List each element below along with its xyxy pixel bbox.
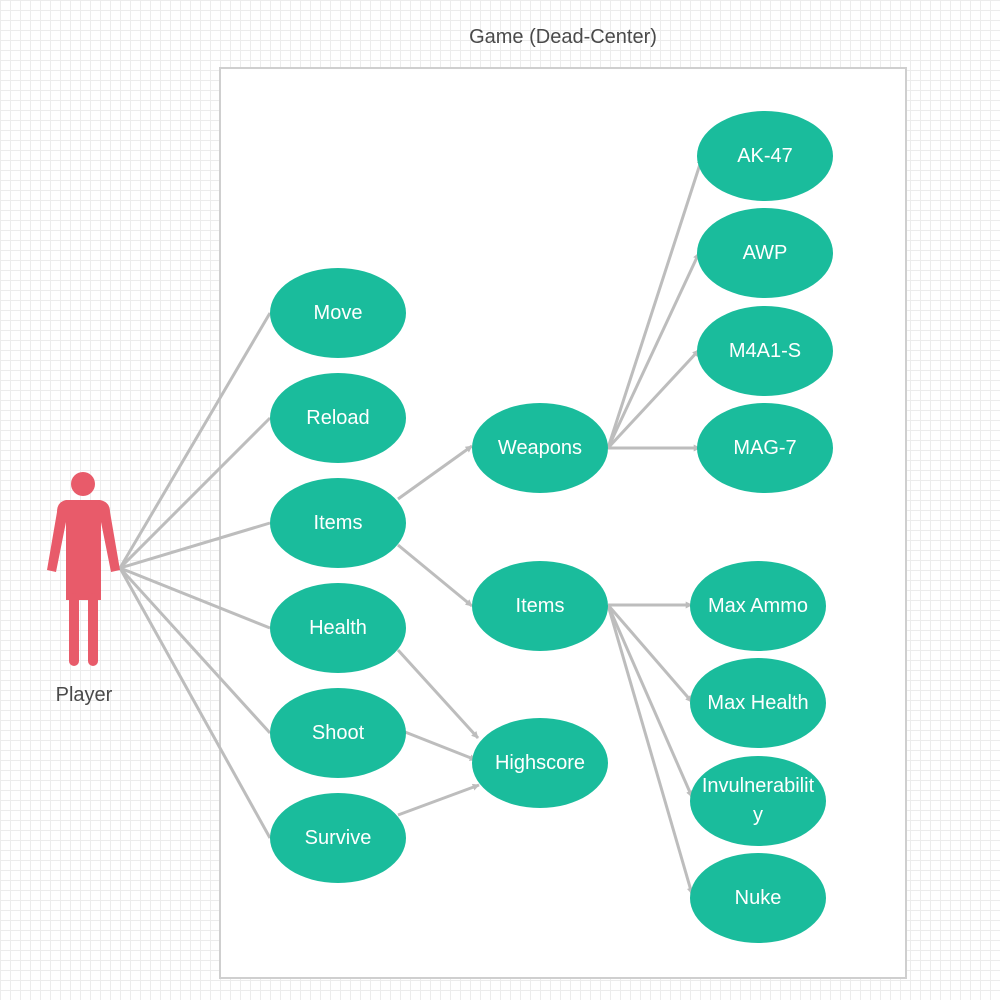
use-case-survive[interactable]: Survive xyxy=(270,793,406,883)
use-case-m4a1s[interactable]: M4A1-S xyxy=(697,306,833,396)
use-case-label: Reload xyxy=(306,406,370,429)
arrow-weapons-awp xyxy=(606,252,701,449)
arrow-shoot-highscore xyxy=(404,730,477,762)
use-case-label: AWP xyxy=(742,241,788,264)
use-case-awp[interactable]: AWP xyxy=(697,208,833,298)
arrow-items-weapons xyxy=(397,444,473,501)
use-case-move[interactable]: Move xyxy=(270,268,406,358)
use-case-reload[interactable]: Reload xyxy=(270,373,406,463)
use-case-label: Survive xyxy=(304,826,372,849)
use-case-highscore[interactable]: Highscore xyxy=(472,718,608,808)
use-case-label: Move xyxy=(313,301,363,324)
arrow-items-itemssub xyxy=(397,543,473,608)
use-case-label: Weapons xyxy=(497,436,583,459)
use-case-label: Items xyxy=(515,594,565,617)
arrow-weapons-m4a1s xyxy=(606,348,701,450)
arrow-itemssub-invulnerability xyxy=(606,604,694,798)
arrow-itemssub-nuke xyxy=(606,604,694,895)
arrow-health-highscore xyxy=(396,648,480,740)
association-player-survive xyxy=(118,567,272,839)
use-case-label: AK-47 xyxy=(737,144,793,167)
use-case-label: Highscore xyxy=(494,751,586,774)
use-case-weapons[interactable]: Weapons xyxy=(472,403,608,493)
use-case-mag7[interactable]: MAG-7 xyxy=(697,403,833,493)
use-case-label: Health xyxy=(309,616,367,639)
association-player-items xyxy=(119,521,271,570)
use-case-health[interactable]: Health xyxy=(270,583,406,673)
use-case-label: Nuke xyxy=(734,886,782,909)
use-case-label: MAG-7 xyxy=(733,436,797,459)
association-player-shoot xyxy=(118,566,272,735)
use-case-label: Items xyxy=(313,511,363,534)
player-actor-icon xyxy=(47,472,120,666)
use-case-label: Max Health xyxy=(707,691,809,714)
use-case-max-health[interactable]: Max Health xyxy=(690,658,826,748)
use-case-items[interactable]: Items xyxy=(270,478,406,568)
arrow-itemssub-maxhealth xyxy=(606,604,694,703)
use-case-ak47[interactable]: AK-47 xyxy=(697,111,833,201)
use-case-items-sub[interactable]: Items xyxy=(472,561,608,651)
use-case-label: M4A1-S xyxy=(728,339,802,362)
system-title: Game (Dead-Center) xyxy=(469,26,657,48)
use-case-max-ammo[interactable]: Max Ammo xyxy=(690,561,826,651)
association-player-health xyxy=(119,566,271,630)
association-player-reload xyxy=(118,416,272,570)
association-player-move xyxy=(118,312,272,569)
arrow-weapons-ak47 xyxy=(606,157,704,449)
use-case-nuke[interactable]: Nuke xyxy=(690,853,826,943)
use-case-invulnerability[interactable]: Invulnerability xyxy=(690,756,826,846)
use-case-label: Shoot xyxy=(311,721,365,744)
use-case-label: Invulnerability xyxy=(701,775,815,826)
use-case-shoot[interactable]: Shoot xyxy=(270,688,406,778)
player-label: Player xyxy=(55,684,113,706)
use-case-label: Max Ammo xyxy=(707,594,809,617)
arrow-survive-highscore xyxy=(397,783,480,817)
